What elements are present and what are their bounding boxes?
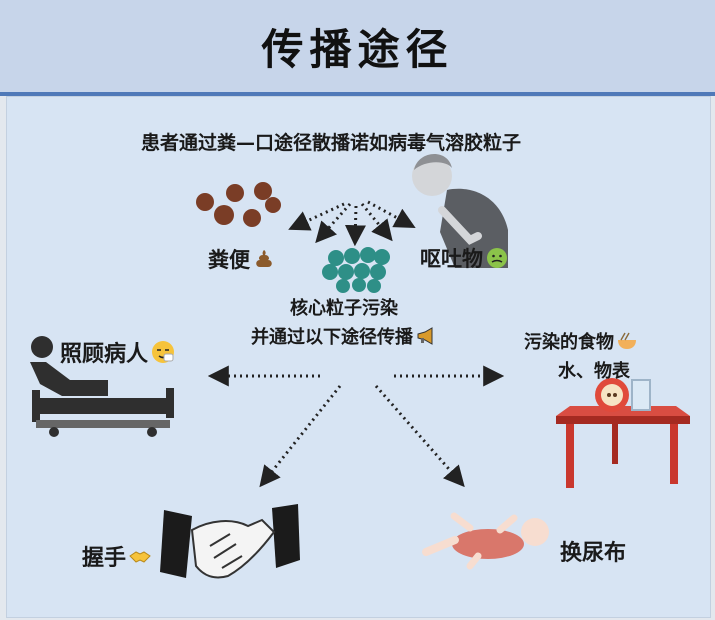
route-arrows [207,365,505,488]
baby-icon [422,512,549,570]
megaphone-icon [415,325,437,352]
handshake-icon [160,504,300,579]
core-line-2-text: 并通过以下途径传播 [251,327,413,348]
vomit-label-text: 呕吐物 [420,247,483,271]
handshake-label-text: 握手 [82,546,127,571]
page-title: 传播途径 [261,24,454,74]
handshake-label: 握手 [82,540,152,574]
vomit-label: 呕吐物 [420,243,509,275]
poop-emoji-icon [252,247,276,276]
core-line-2: 并通过以下途径传播 [251,323,437,352]
food-label-line-1-text: 污染的食物 [524,332,614,353]
feces-label: 粪便 [208,244,276,276]
vomiting-person-icon [412,153,508,268]
care-label-text: 照顾病人 [60,342,149,367]
intro-text: 患者通过粪—口途径散播诺如病毒气溶胶粒子 [141,132,522,154]
header-bar: 传播途径 [0,0,715,96]
food-label-line-1: 污染的食物 [524,328,638,357]
handshake-emoji-icon [128,544,152,574]
patient-bed-icon [30,336,174,437]
nauseated-face-icon [485,246,509,275]
table-food-icon [556,378,690,488]
virus-particles-icon [322,247,390,293]
source-arrows [288,200,416,247]
feces-pellets-icon [196,182,281,227]
feces-label-text: 粪便 [208,248,250,272]
sneezing-face-icon [150,339,176,371]
food-label-line-2: 水、物表 [558,361,630,382]
diaper-label: 换尿布 [560,541,627,566]
content-panel [6,96,711,618]
core-line-1: 核心粒子污染 [290,298,398,319]
noodle-bowl-icon [616,330,638,357]
care-label: 照顾病人 [60,336,176,371]
